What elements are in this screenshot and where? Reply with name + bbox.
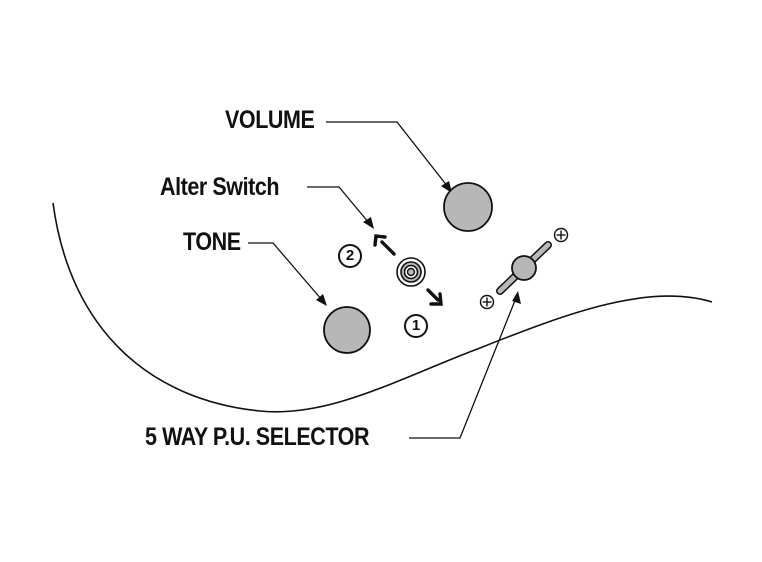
position-1-badge: 1 xyxy=(404,314,428,338)
tone-leader-arrowhead xyxy=(316,294,327,306)
direction-arrow-down-right-icon xyxy=(426,288,443,306)
alter-switch-leader-arrowhead xyxy=(363,217,374,229)
selector-screw-bottom-icon xyxy=(479,294,495,310)
selector-label: 5 WAY P.U. SELECTOR xyxy=(145,423,370,451)
direction-arrow-up-left-icon xyxy=(373,234,396,256)
volume-label: VOLUME xyxy=(225,106,315,134)
position-2-badge: 2 xyxy=(338,244,362,268)
volume-leader-arrowhead xyxy=(441,181,452,193)
tone-label: TONE xyxy=(183,228,241,256)
tone-leader-line xyxy=(248,242,323,301)
volume-knob[interactable] xyxy=(443,182,493,232)
selector-leader-line xyxy=(409,297,517,439)
volume-leader-line xyxy=(326,121,449,188)
alter-switch-leader-line xyxy=(307,186,370,224)
tone-knob[interactable] xyxy=(323,306,371,354)
pickup-selector-switch[interactable] xyxy=(496,241,552,295)
alter-switch[interactable] xyxy=(396,257,426,287)
selector-screw-top-icon xyxy=(553,227,569,243)
alter-switch-label: Alter Switch xyxy=(160,173,280,201)
selector-leader-arrowhead xyxy=(512,291,521,304)
guitar-body-outline xyxy=(52,202,713,413)
